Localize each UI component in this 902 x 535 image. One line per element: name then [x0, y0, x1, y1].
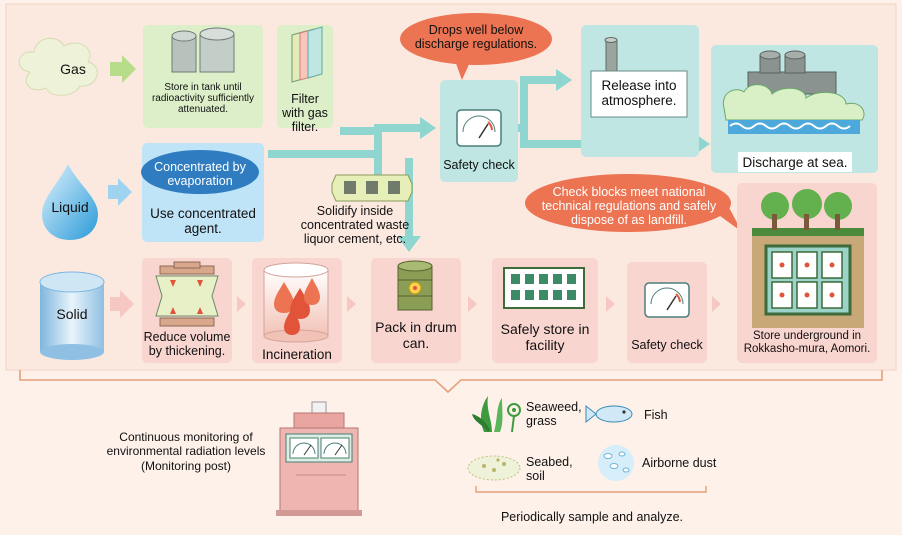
sea-facility-icon — [722, 50, 865, 134]
reduce-text: Reduce volume by thickening. — [143, 330, 231, 358]
solid-roll-icon — [39, 271, 105, 360]
gas-filter-icon — [291, 26, 323, 83]
drum-icon — [397, 260, 433, 311]
underground-text: Store underground in Rokkasho-mura, Aomo… — [743, 330, 871, 355]
tank-store-text: Store in tank until radioactivity suffic… — [151, 82, 255, 116]
landfill-callout — [525, 174, 742, 232]
seaweed-icon — [472, 396, 521, 433]
evaporation-oval — [141, 150, 259, 194]
monitoring-post-icon — [276, 401, 362, 516]
gas-arrow — [110, 55, 136, 83]
seabed-soil-icon — [467, 455, 521, 481]
incineration-text: Incineration — [262, 347, 332, 362]
liquid-drop-icon — [42, 164, 98, 240]
evaporation-text: Concentrated by evaporation — [154, 160, 246, 188]
results-bracket — [19, 370, 883, 394]
fish-text: Fish — [644, 408, 668, 422]
seabed-text: Seabed, soil — [526, 455, 573, 483]
fish-icon — [585, 404, 633, 424]
pack-text: Pack in drum can. — [375, 319, 457, 351]
monitoring-post-text: Continuous monitoring of environmental r… — [106, 430, 266, 473]
sample-bracket — [475, 486, 707, 493]
sea-text: Discharge at sea. — [742, 155, 848, 170]
underground-site-icon — [752, 189, 864, 328]
landfill-callout-text: Check blocks meet national technical reg… — [541, 185, 717, 227]
sea-label-box — [738, 152, 852, 172]
seaweed-text: Seaweed, grass — [526, 400, 582, 428]
discharge-callout — [400, 13, 552, 80]
solid-arrow — [110, 290, 134, 318]
storage-tank-icon — [171, 27, 235, 73]
dust-text: Airborne dust — [642, 456, 717, 470]
liquid-arrow — [108, 178, 132, 206]
gauge-icon — [456, 109, 502, 147]
release-text: Release into atmosphere. — [601, 78, 677, 109]
compaction-icon — [155, 261, 219, 327]
release-label-box — [590, 70, 688, 118]
solid-label: Solid — [56, 306, 88, 322]
discharge-callout-text: Drops well below discharge regulations. — [414, 23, 538, 51]
solid-check-text: Safety check — [631, 338, 703, 352]
filter-text: Filter with gas filter. — [282, 92, 328, 134]
discharge-check-text: Safety check — [443, 158, 515, 172]
sample-text: Periodically sample and analyze. — [500, 510, 684, 524]
liquid-label: Liquid — [51, 199, 89, 215]
gas-cloud-icon — [18, 37, 98, 96]
airborne-dust-icon — [598, 445, 634, 481]
solid-flow-arrows — [237, 296, 721, 312]
gauge-icon-solid — [644, 282, 690, 318]
incinerator-icon — [263, 262, 329, 343]
cement-blocks-icon — [331, 174, 413, 202]
gas-label: Gas — [60, 61, 86, 77]
store-facility-text: Safely store in facility — [500, 321, 590, 353]
agent-text: Use concentrated agent. — [150, 206, 256, 237]
stack-icon — [604, 37, 618, 81]
storage-facility-icon — [503, 267, 585, 309]
solidify-text: Solidify inside concentrated waste liquo… — [300, 204, 410, 246]
